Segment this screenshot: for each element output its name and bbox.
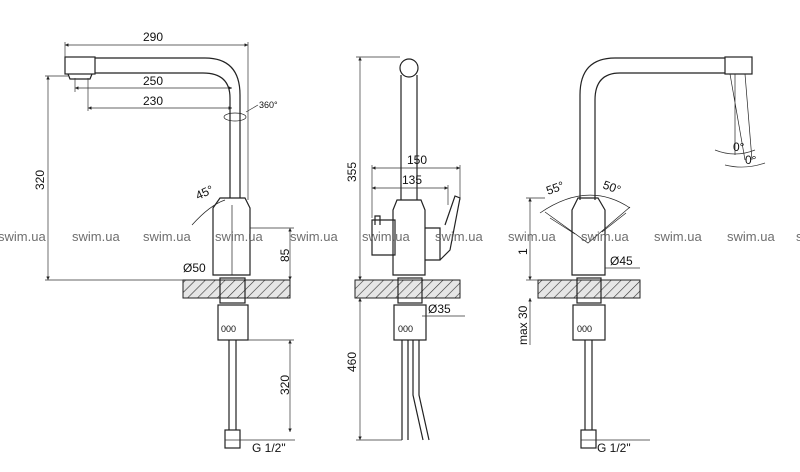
watermark: swim.ua (508, 229, 556, 244)
aerator (64, 56, 96, 75)
dim-460: 460 (345, 352, 359, 372)
front-view: 000 355 150 135 Ø35 460 (345, 56, 465, 441)
countertop (182, 279, 291, 299)
watermark: swim.ua (362, 229, 410, 244)
dim-320-hose: 320 (278, 375, 292, 395)
svg-text:000: 000 (577, 324, 592, 334)
spout-tube (400, 75, 418, 200)
thread-label: G 1/2" (252, 441, 286, 455)
dim-135: 135 (402, 173, 422, 187)
rotation-label: 360° (259, 100, 278, 110)
countertop (354, 279, 461, 299)
angle-left: 55° (544, 178, 566, 197)
fixing-nut (217, 304, 249, 341)
countertop (537, 279, 641, 299)
left-side-view: 000 290 250 230 360° 320 45° 85 Ø50 320 … (33, 30, 295, 455)
dim-230: 230 (143, 94, 163, 108)
dim-290: 290 (143, 30, 163, 44)
dim-max-30: max 30 (516, 305, 530, 345)
svg-text:000: 000 (221, 324, 236, 334)
watermark-row: swim.ua swim.ua swim.ua swim.ua swim.ua … (0, 229, 800, 244)
watermark: swim.ua (290, 229, 338, 244)
spout (579, 57, 725, 200)
hoses (401, 340, 430, 441)
body-diameter: Ø45 (610, 254, 633, 268)
dim-150: 150 (407, 153, 427, 167)
aerator (724, 56, 753, 75)
handle-angle: 45° (193, 182, 216, 202)
svg-text:000: 000 (398, 324, 413, 334)
watermark: swim.ua (143, 229, 191, 244)
watermark: swim.ua (435, 229, 483, 244)
faucet-body (571, 197, 606, 276)
dim-85: 85 (278, 248, 292, 262)
watermark: swim.ua (0, 229, 46, 244)
faucet-body (212, 197, 251, 276)
angle-b: 0° (745, 153, 757, 167)
fixing-nut (572, 304, 606, 341)
rotation-ring (223, 112, 247, 122)
watermark: swim.ua (727, 229, 775, 244)
dim-355: 355 (345, 162, 359, 182)
dim-320-height: 320 (33, 170, 47, 190)
spout-top (399, 58, 419, 78)
right-handle (425, 195, 461, 261)
thread-label: G 1/2" (597, 441, 631, 455)
left-handle (371, 215, 396, 256)
watermark: swim.ua (72, 229, 120, 244)
thread-stud (219, 277, 246, 304)
base-diameter: Ø50 (183, 261, 206, 275)
hose-connector (224, 429, 241, 449)
angle-a: 0° (733, 140, 745, 154)
hose-connector (580, 429, 597, 449)
faucet-body (392, 199, 426, 276)
rear-view: 0° 0° 55° 50° 000 1 Ø45 max 30 G 1/2" (516, 56, 766, 455)
dim-partial: 1 (516, 248, 530, 255)
watermark: swim.ua (581, 229, 629, 244)
angle-right: 50° (601, 178, 623, 197)
dim-250: 250 (143, 74, 163, 88)
hose (228, 340, 237, 430)
thread-diameter: Ø35 (428, 302, 451, 316)
spout (95, 57, 241, 198)
watermark: swim.ua (796, 229, 800, 244)
watermark: swim.ua (215, 229, 263, 244)
fixing-nut (393, 304, 427, 341)
watermark: swim.ua (654, 229, 702, 244)
